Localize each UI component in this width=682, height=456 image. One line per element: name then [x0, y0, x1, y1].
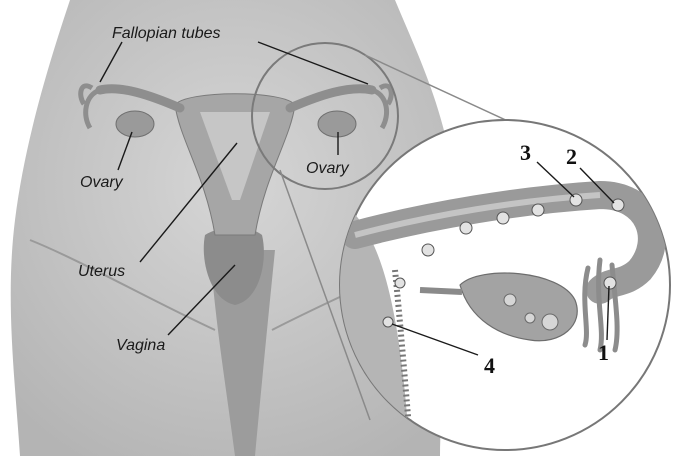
egg-cell	[612, 199, 624, 211]
follicle	[542, 314, 558, 330]
label-uterus: Uterus	[78, 263, 125, 280]
follicle	[525, 313, 535, 323]
egg-cell	[604, 277, 616, 289]
marker-3: 3	[520, 140, 531, 165]
marker-2: 2	[566, 144, 577, 169]
egg-cell	[395, 278, 405, 288]
egg-cell	[383, 317, 393, 327]
left-ovary	[116, 111, 154, 137]
egg-cell	[422, 244, 434, 256]
egg-cell	[532, 204, 544, 216]
egg-cell	[497, 212, 509, 224]
follicle	[504, 294, 516, 306]
label-vagina: Vagina	[116, 337, 165, 354]
right-ovary	[318, 111, 356, 137]
label-ovary-left: Ovary	[80, 174, 124, 191]
marker-4: 4	[484, 353, 495, 378]
label-ovary-right: Ovary	[306, 160, 350, 177]
egg-cell	[460, 222, 472, 234]
inset-ligament	[420, 290, 462, 292]
label-fallopian-tubes: Fallopian tubes	[112, 25, 221, 42]
marker-1: 1	[598, 340, 609, 365]
